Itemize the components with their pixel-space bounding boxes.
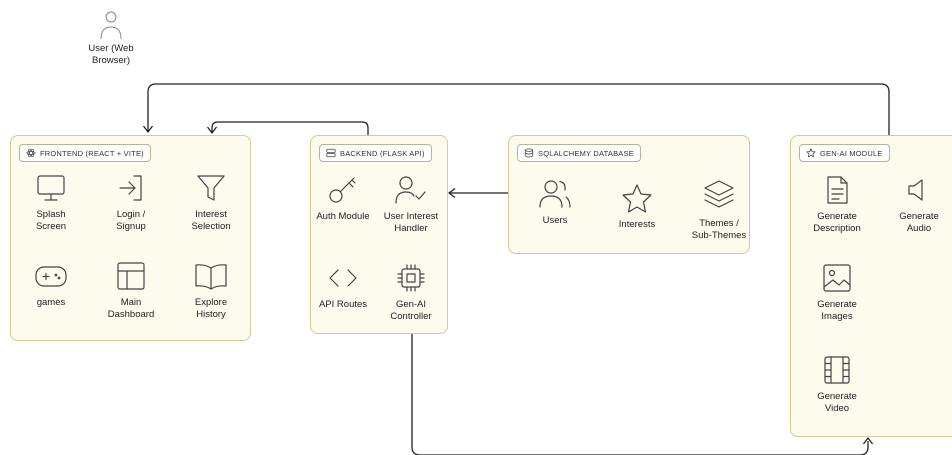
node-label: games xyxy=(36,297,66,308)
node-login-signup: Login /Signup xyxy=(95,172,167,233)
user-label-line2: Browser) xyxy=(91,55,130,66)
backend-panel: BACKEND (FLASK API) Auth Module User Int… xyxy=(310,135,448,334)
arrowhead xyxy=(448,187,456,199)
database-title: SQLALCHEMY DATABASE xyxy=(538,148,634,158)
cpu-chip-icon xyxy=(397,264,425,292)
database-panel: SQLALCHEMY DATABASE Users Interests Them… xyxy=(508,135,750,254)
user-label-line1: User (Web xyxy=(88,43,134,54)
database-title-chip: SQLALCHEMY DATABASE xyxy=(517,144,641,162)
node-api-routes: API Routes xyxy=(307,262,379,311)
genai-title-chip: GEN-AI MODULE xyxy=(799,144,890,162)
connector-backend-to-genai xyxy=(411,334,869,455)
backend-title-chip: BACKEND (FLASK API) xyxy=(319,144,432,162)
node-themes-subthemes: Themes /Sub-Themes xyxy=(683,178,755,242)
key-icon xyxy=(329,177,356,203)
login-arrow-icon xyxy=(119,175,142,201)
layout-icon xyxy=(117,262,145,290)
arrowhead xyxy=(206,126,218,134)
gamepad-icon xyxy=(35,266,67,287)
backend-title: BACKEND (FLASK API) xyxy=(340,148,425,158)
user-outline-icon xyxy=(100,11,122,40)
node-label: Users xyxy=(542,215,568,226)
star-icon xyxy=(806,148,816,158)
film-icon xyxy=(824,356,850,384)
arrowhead xyxy=(862,437,874,445)
database-icon xyxy=(524,148,534,158)
frontend-title-chip: FRONTEND (REACT + VITE) xyxy=(19,144,151,162)
image-icon xyxy=(823,264,851,292)
node-label: Login /Signup xyxy=(116,209,146,232)
filter-icon xyxy=(197,175,225,201)
frontend-title: FRONTEND (REACT + VITE) xyxy=(40,148,144,158)
server-icon xyxy=(326,148,336,158)
node-label: Interests xyxy=(618,219,656,230)
layers-icon xyxy=(704,180,734,208)
node-label: Auth Module xyxy=(316,211,370,222)
genai-title: GEN-AI MODULE xyxy=(820,148,883,158)
monitor-icon xyxy=(37,175,65,201)
node-games: games xyxy=(15,260,87,309)
user-web-browser: User (Web Browser) xyxy=(76,10,146,67)
speaker-icon xyxy=(908,179,923,201)
node-interests: Interests xyxy=(601,182,673,231)
code-brackets-icon xyxy=(329,269,357,287)
users-icon xyxy=(539,180,571,208)
connector-backend-to-frontend xyxy=(211,121,369,135)
user-check-icon xyxy=(395,176,426,204)
node-auth-module: Auth Module xyxy=(307,174,379,223)
connector-genai-to-frontend xyxy=(147,83,890,135)
star-icon xyxy=(622,184,652,213)
atom-icon xyxy=(26,148,36,158)
document-icon xyxy=(827,176,848,204)
arrowhead xyxy=(142,125,154,133)
book-open-icon xyxy=(195,264,227,290)
node-users: Users xyxy=(519,178,591,227)
node-label: API Routes xyxy=(318,299,368,310)
node-label: Themes /Sub-Themes xyxy=(691,218,747,241)
